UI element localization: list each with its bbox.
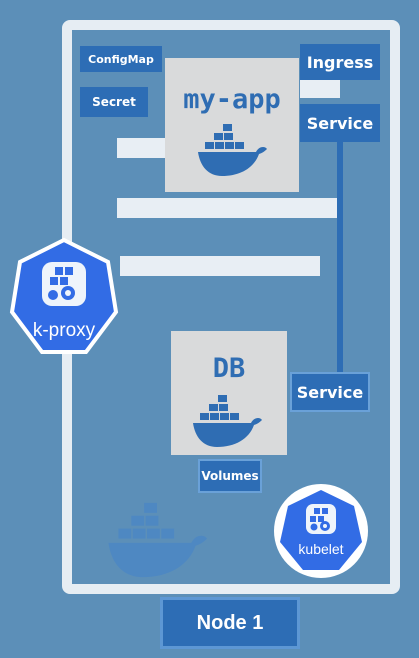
app-service-label[interactable]: Service (300, 104, 380, 142)
db-service-label[interactable]: Service (290, 372, 370, 412)
connector-bar-4 (300, 80, 340, 98)
kubernetes-cubes-gear-icon (42, 262, 86, 306)
docker-whale-icon (198, 124, 267, 176)
secret-label[interactable]: Secret (80, 87, 148, 117)
kproxy-component[interactable]: k-proxy (8, 236, 120, 360)
connector-bar-2 (117, 198, 342, 218)
node-label[interactable]: Node 1 (160, 597, 300, 649)
app-pod[interactable]: my-app (165, 58, 299, 192)
connector-bar-3 (120, 256, 320, 276)
db-pod-title: DB (212, 353, 246, 384)
volumes-label[interactable]: Volumes (198, 459, 262, 493)
kubelet-component[interactable]: kubelet (272, 482, 370, 580)
db-pod[interactable]: DB (171, 331, 287, 455)
service-connection-line (337, 136, 343, 376)
app-pod-title: my-app (183, 84, 281, 115)
kubernetes-cubes-gear-icon (306, 504, 336, 534)
docker-whale-icon (108, 502, 207, 578)
configmap-label[interactable]: ConfigMap (80, 46, 162, 72)
kproxy-label: k-proxy (33, 320, 96, 341)
kubelet-label: kubelet (298, 541, 343, 557)
ingress-label[interactable]: Ingress (300, 44, 380, 80)
connector-bar-1 (117, 138, 167, 158)
docker-whale-icon (193, 395, 262, 447)
